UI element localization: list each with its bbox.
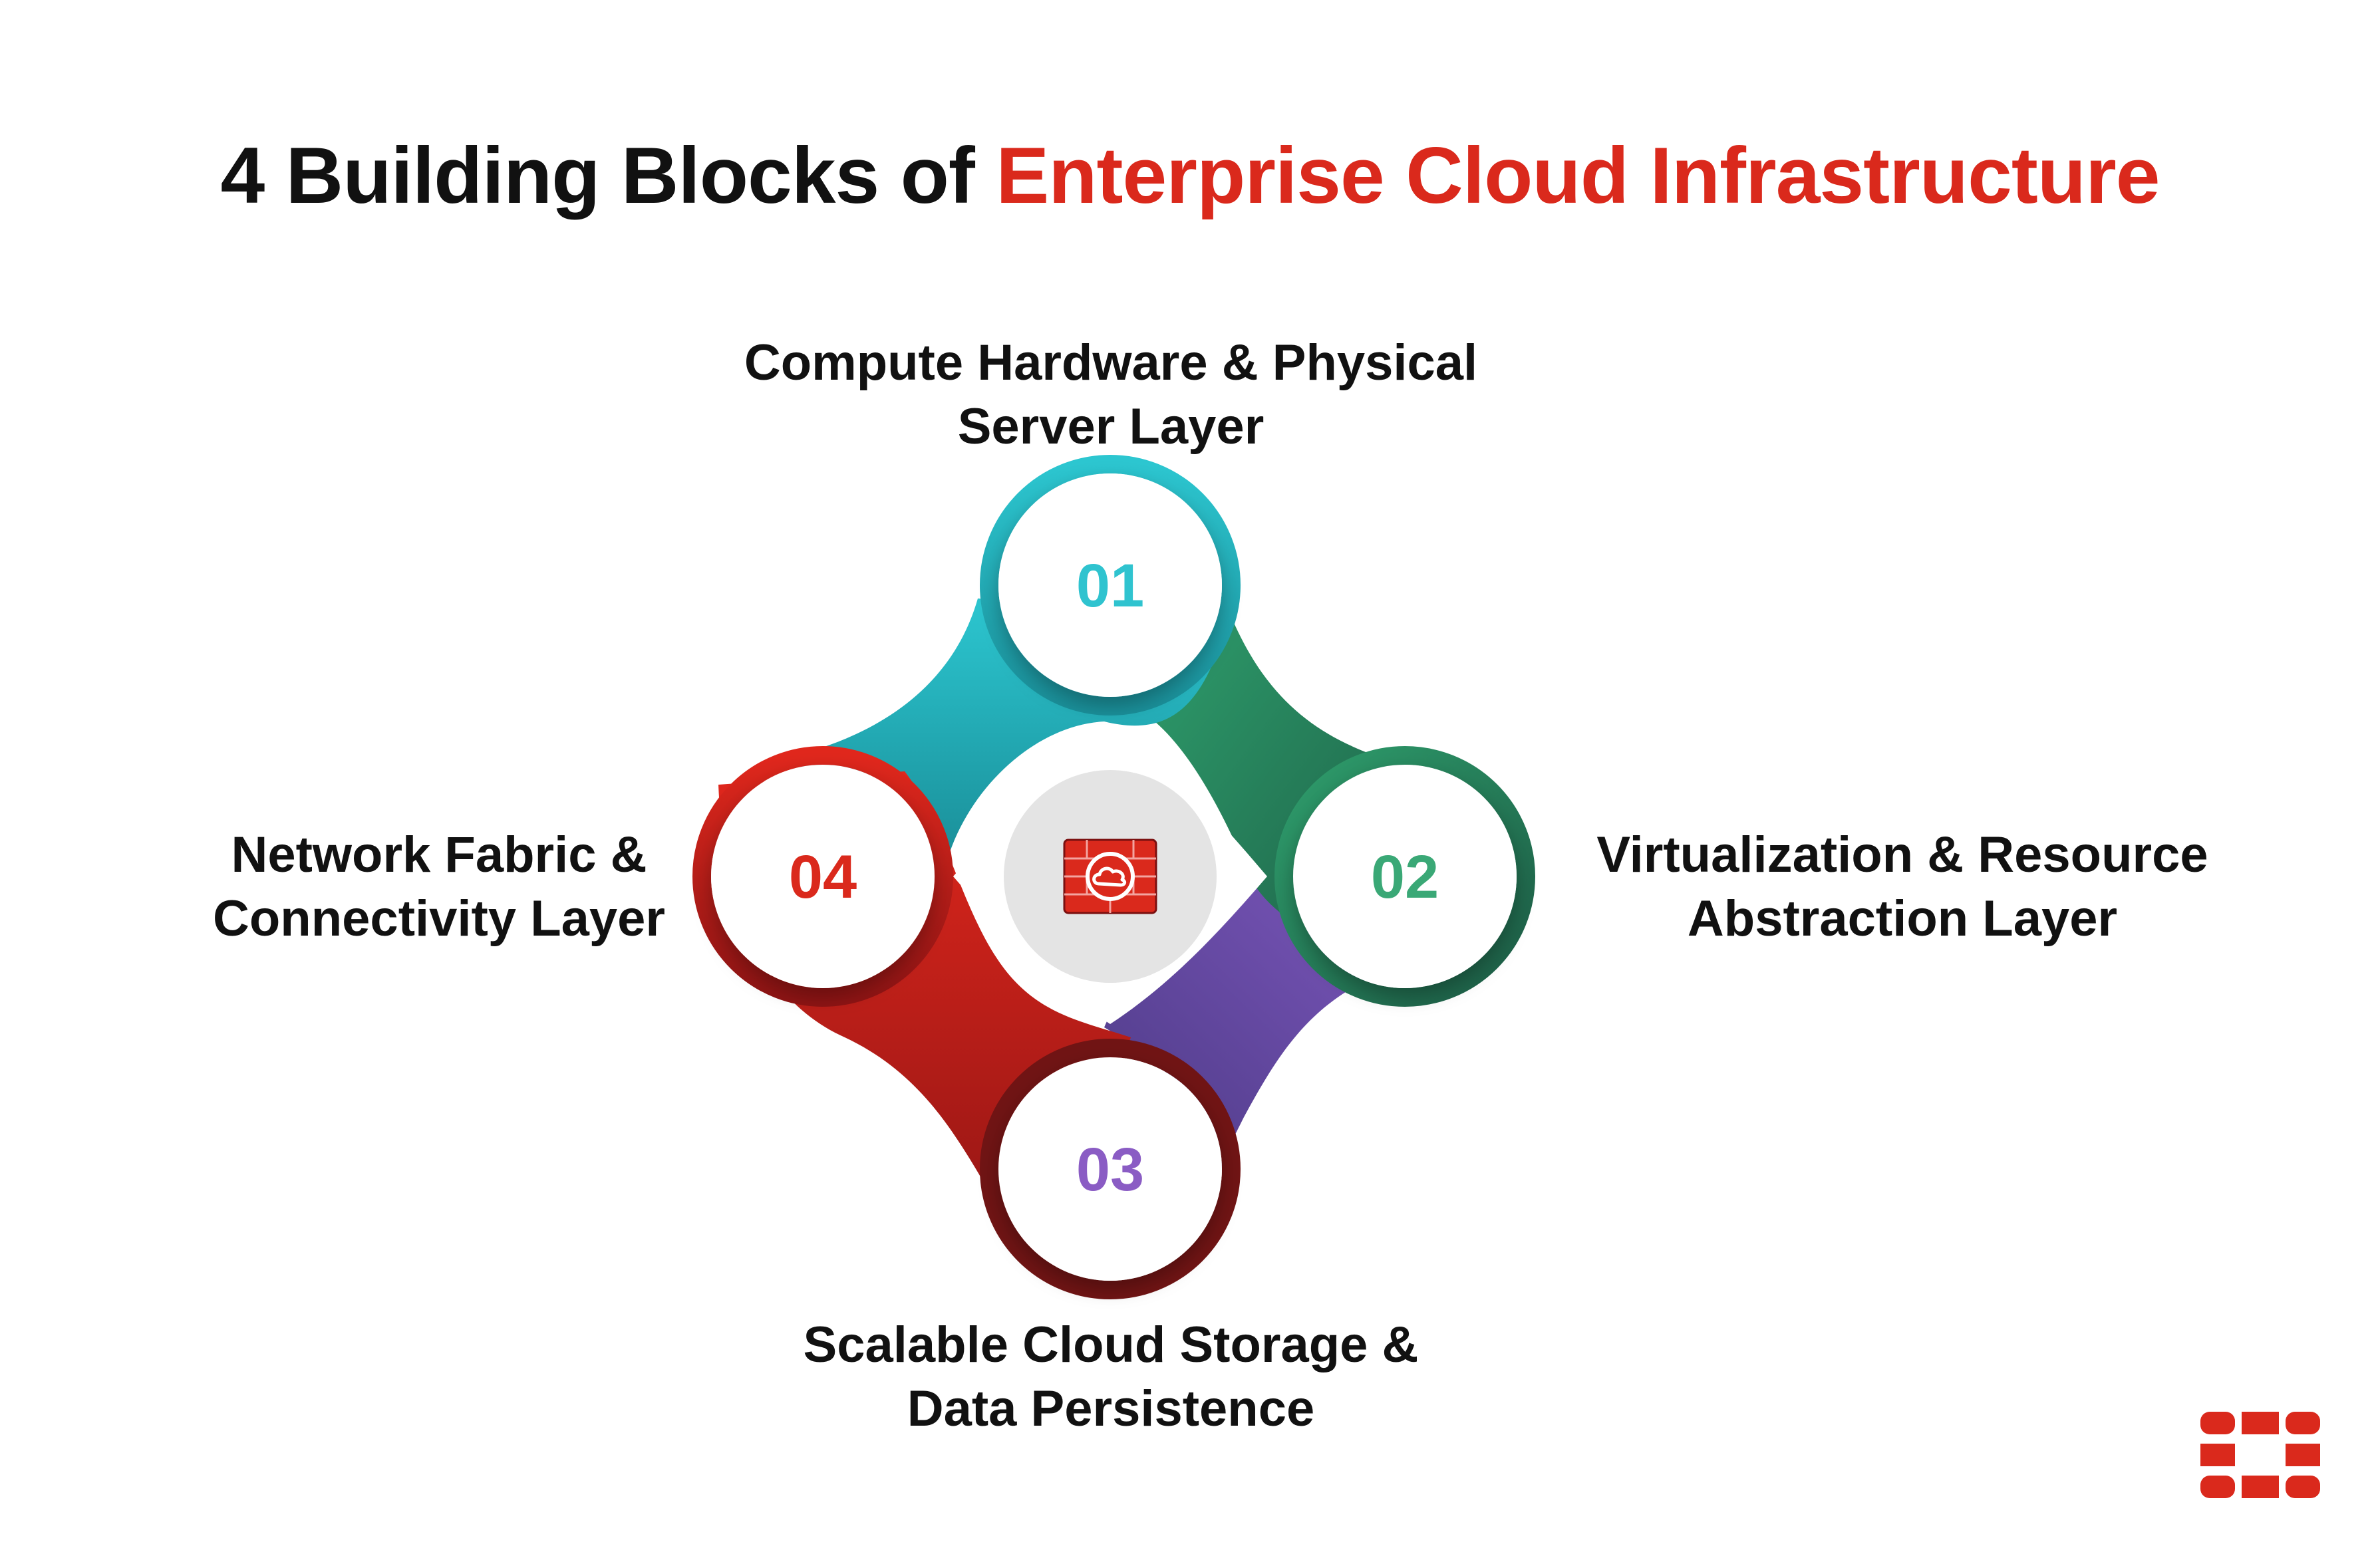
- block-01-node: 01: [998, 473, 1222, 697]
- block-01-label-line-1: Compute Hardware & Physical: [744, 334, 1478, 391]
- ring-02: [1274, 746, 1535, 1007]
- block-04-node: 04: [711, 765, 935, 988]
- block-01-label: Compute Hardware & Physical Server Layer: [665, 331, 1557, 459]
- block-04-label: Network Fabric & Connectivity Layer: [140, 823, 738, 951]
- block-03-label-line-1: Scalable Cloud Storage &: [803, 1317, 1419, 1373]
- fortinet-logo-icon: [2200, 1412, 2320, 1498]
- ring-03: [980, 1039, 1241, 1299]
- block-03-number: 03: [1076, 1136, 1144, 1204]
- block-03-node: 03: [998, 1057, 1222, 1281]
- block-02-label-line-2: Abstraction Layer: [1687, 890, 2118, 947]
- block-04-label-line-2: Connectivity Layer: [213, 890, 665, 947]
- title-prefix: 4 Building Blocks of: [220, 131, 974, 220]
- block-04-label-line-1: Network Fabric &: [231, 827, 647, 883]
- block-03-label-line-2: Data Persistence: [907, 1380, 1315, 1437]
- block-02-number: 02: [1371, 843, 1439, 911]
- block-02-label-line-1: Virtualization & Resource: [1596, 827, 2208, 883]
- block-02-node: 02: [1293, 765, 1517, 988]
- page-title: 4 Building Blocks of Enterprise Cloud In…: [0, 130, 2380, 221]
- ring-01: [980, 455, 1241, 716]
- block-03-label: Scalable Cloud Storage & Data Persistenc…: [718, 1313, 1503, 1441]
- firewall-cloud-icon: [1063, 839, 1157, 914]
- ring-04: [692, 746, 953, 1007]
- block-02-label: Virtualization & Resource Abstraction La…: [1530, 823, 2275, 951]
- block-04-number: 04: [789, 843, 857, 911]
- block-01-number: 01: [1076, 552, 1144, 620]
- title-highlight: Enterprise Cloud Infrastructure: [996, 131, 2160, 220]
- block-01-label-line-2: Server Layer: [957, 398, 1264, 455]
